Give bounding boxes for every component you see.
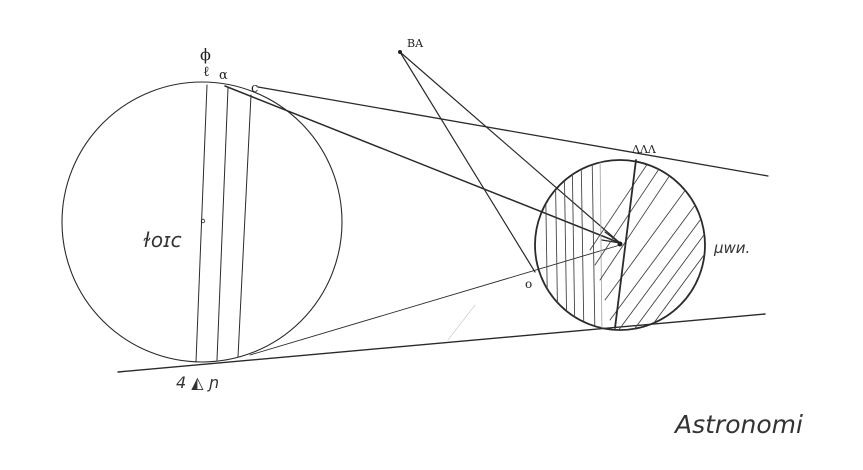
lower-ray <box>249 244 621 356</box>
observer-ray-2 <box>399 51 536 273</box>
stray-mark <box>447 304 476 341</box>
label-large-body: ɫoɪc <box>143 228 182 252</box>
label-top-mark: ϕ <box>200 45 211 64</box>
chord-3 <box>237 94 252 358</box>
label-bottom: 4 ◭ ɲ <box>176 373 219 392</box>
signature: Astronomi <box>673 410 803 439</box>
label-small-right: μwи. <box>713 239 750 257</box>
small-circle <box>534 159 706 331</box>
lower-tangent-line <box>117 313 766 373</box>
shading <box>544 160 705 330</box>
small-center-dot <box>617 241 623 247</box>
observer-dot <box>398 50 402 54</box>
label-small-top: ΛΛΛ <box>631 143 657 156</box>
large-circle <box>61 81 343 363</box>
label-top-left: ℓ <box>203 64 210 80</box>
center-dot <box>200 218 206 224</box>
observer-ray-1 <box>399 51 621 244</box>
label-top-mid: α <box>219 68 228 83</box>
label-top-right: c <box>251 81 258 96</box>
upper-tangent-line <box>257 86 769 177</box>
label-observer: BA <box>407 37 424 50</box>
line-to-center <box>224 85 621 244</box>
terminator-line <box>614 159 637 329</box>
chord-1 <box>195 84 208 363</box>
chord-2 <box>216 87 229 361</box>
label-origin: o <box>525 277 532 291</box>
